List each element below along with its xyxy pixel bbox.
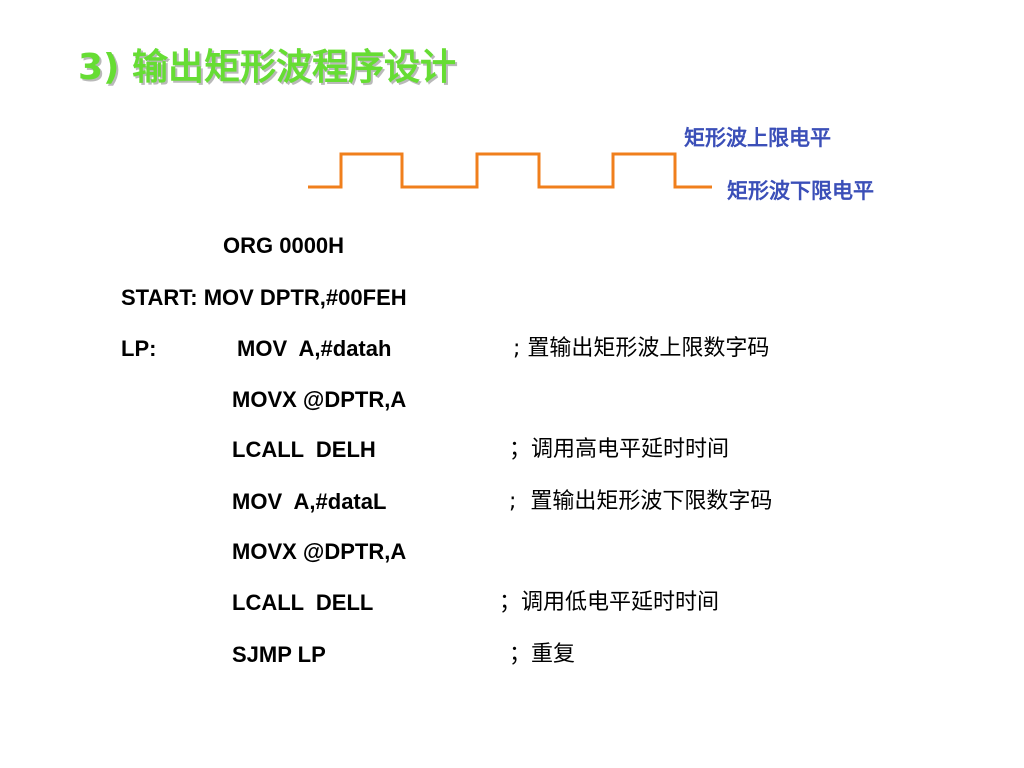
comment-line-3: ；调用高电平延时时间	[509, 437, 730, 462]
upper-level-label: 矩形波上限电平	[684, 126, 831, 150]
comment-line-7: ；重复	[509, 642, 576, 667]
comment-line-1: ; 置输出矩形波上限数字码	[513, 336, 770, 361]
code-line-3: LCALL DELH	[232, 437, 376, 462]
code-lp-label: LP:	[121, 336, 157, 361]
code-line-5: MOVX @DPTR,A	[232, 539, 407, 564]
code-line-6: LCALL DELL	[232, 590, 374, 615]
comment-line-6: ；调用低电平延时时间	[499, 590, 720, 615]
square-wave-diagram	[308, 152, 712, 189]
code-line-4: MOV A,#dataL	[232, 489, 387, 514]
code-line-1: MOV A,#datah	[237, 336, 392, 361]
code-line-2: MOVX @DPTR,A	[232, 387, 407, 412]
slide-title: 3) 输出矩形波程序设计	[78, 47, 457, 88]
comment-line-4: ; 置输出矩形波下限数字码	[509, 489, 773, 514]
code-line-7: SJMP LP	[232, 642, 326, 667]
square-wave-line	[308, 152, 712, 189]
code-start-line: START: MOV DPTR,#00FEH	[121, 285, 407, 310]
code-org-line: ORG 0000H	[223, 233, 345, 258]
lower-level-label: 矩形波下限电平	[727, 179, 874, 203]
